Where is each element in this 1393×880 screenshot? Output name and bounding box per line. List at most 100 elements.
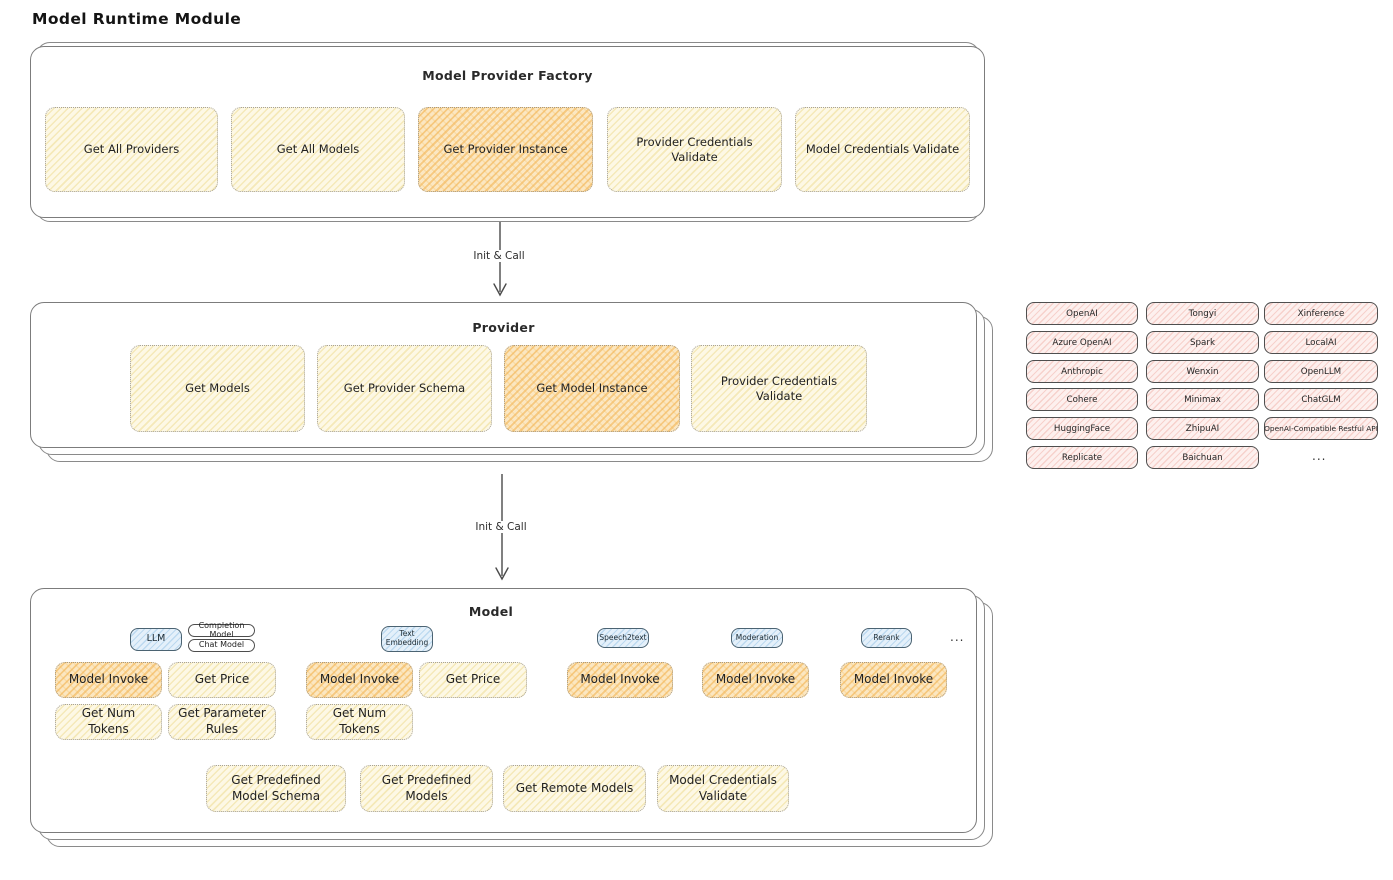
chip-azure-openai-label: Azure OpenAI xyxy=(1052,337,1112,348)
button-llm-get-num-tokens-label: Get Num Tokens xyxy=(81,706,136,736)
button-moderation-model-invoke-label: Model Invoke xyxy=(715,672,796,687)
button-te-get-price-label: Get Price xyxy=(445,672,501,687)
chip-minimax: Minimax xyxy=(1146,388,1259,411)
chip-baichuan-label: Baichuan xyxy=(1182,452,1223,463)
button-model-credentials-validate: Model Credentials Validate xyxy=(795,107,970,192)
chip-minimax-label: Minimax xyxy=(1184,394,1221,405)
factory-title: Model Provider Factory xyxy=(422,68,593,83)
chip-openai: OpenAI xyxy=(1026,302,1138,325)
chip-openai-compatible-restful-api: OpenAI-Compatible Restful API xyxy=(1264,417,1378,440)
button-llm-model-invoke: Model Invoke xyxy=(55,662,162,698)
button-get-remote-models: Get Remote Models xyxy=(503,765,646,812)
button-te-model-invoke-label: Model Invoke xyxy=(319,672,400,687)
button-te-get-num-tokens-label: Get Num Tokens xyxy=(332,706,387,736)
tag-chat-model-label: Chat Model xyxy=(198,640,245,650)
chip-localai-label: LocalAI xyxy=(1305,337,1337,348)
button-rerank-model-invoke-label: Model Invoke xyxy=(853,672,934,687)
button-te-get-num-tokens: Get Num Tokens xyxy=(306,704,413,740)
button-provider-credentials-validate-2-label: Provider Credentials Validate xyxy=(720,373,838,403)
page-title: Model Runtime Module xyxy=(32,10,242,28)
chip-zhipuai-label: ZhipuAI xyxy=(1185,423,1220,434)
chip-replicate-label: Replicate xyxy=(1061,452,1103,463)
button-model-credentials-validate-label: Model Credentials Validate xyxy=(805,142,960,157)
init-call-label-2: Init & Call xyxy=(471,521,531,533)
button-s2t-model-invoke: Model Invoke xyxy=(567,662,673,698)
provider-title: Provider xyxy=(472,320,535,335)
button-get-provider-schema: Get Provider Schema xyxy=(317,345,492,432)
tag-rerank: Rerank xyxy=(861,628,912,648)
chip-azure-openai: Azure OpenAI xyxy=(1026,331,1138,354)
button-provider-credentials-validate-label: Provider Credentials Validate xyxy=(636,134,753,164)
tag-speech2text-label: Speech2text xyxy=(599,632,647,642)
chip-zhipuai: ZhipuAI xyxy=(1146,417,1259,440)
button-rerank-model-invoke: Model Invoke xyxy=(840,662,947,698)
button-te-model-invoke: Model Invoke xyxy=(306,662,413,698)
tag-llm-label: LLM xyxy=(146,633,166,645)
button-llm-get-parameter-rules-label: Get Parameter Rules xyxy=(178,706,266,736)
chip-openllm-label: OpenLLM xyxy=(1300,366,1342,377)
chip-chatglm-label: ChatGLM xyxy=(1301,394,1341,405)
tag-text-embedding: Text Embedding xyxy=(381,626,433,652)
tag-llm: LLM xyxy=(130,628,182,651)
chip-localai: LocalAI xyxy=(1264,331,1378,354)
button-get-predefined-model-schema-label: Get Predefined Model Schema xyxy=(231,772,321,803)
chip-cohere: Cohere xyxy=(1026,388,1138,411)
chip-anthropic-label: Anthropic xyxy=(1061,366,1103,377)
tag-text-embedding-label: Text Embedding xyxy=(385,629,429,647)
button-provider-credentials-validate-2: Provider Credentials Validate xyxy=(691,345,867,432)
button-provider-credentials-validate: Provider Credentials Validate xyxy=(607,107,782,192)
button-get-predefined-model-schema: Get Predefined Model Schema xyxy=(206,765,346,812)
button-get-predefined-models: Get Predefined Models xyxy=(360,765,493,812)
button-get-predefined-models-label: Get Predefined Models xyxy=(381,772,472,803)
tag-speech2text: Speech2text xyxy=(597,628,649,648)
tag-completion-model: Completion Model xyxy=(188,620,255,639)
button-s2t-model-invoke-label: Model Invoke xyxy=(580,672,660,687)
chip-anthropic: Anthropic xyxy=(1026,360,1138,383)
button-get-provider-instance-label: Get Provider Instance xyxy=(443,142,568,157)
button-get-all-providers-label: Get All Providers xyxy=(83,142,180,157)
chip-wenxin: Wenxin xyxy=(1146,360,1259,383)
button-llm-get-price: Get Price xyxy=(168,662,276,698)
tags-more-ellipsis: ... xyxy=(950,630,965,644)
chip-spark: Spark xyxy=(1146,331,1259,354)
chip-baichuan: Baichuan xyxy=(1146,446,1259,469)
tag-chat-model: Chat Model xyxy=(188,639,255,652)
button-get-models: Get Models xyxy=(130,345,305,432)
init-call-label-1: Init & Call xyxy=(469,250,529,262)
chip-cohere-label: Cohere xyxy=(1066,394,1098,405)
button-get-provider-instance: Get Provider Instance xyxy=(418,107,593,192)
button-llm-get-num-tokens: Get Num Tokens xyxy=(55,704,162,740)
button-moderation-model-invoke: Model Invoke xyxy=(702,662,809,698)
button-te-get-price: Get Price xyxy=(419,662,527,698)
button-get-model-instance-label: Get Model Instance xyxy=(536,381,648,396)
chip-xinference-label: Xinference xyxy=(1297,308,1345,319)
button-get-models-label: Get Models xyxy=(185,381,250,396)
button-model-credentials-validate-2: Model Credentials Validate xyxy=(657,765,789,812)
chip-openai-label: OpenAI xyxy=(1066,308,1098,319)
chip-huggingface: HuggingFace xyxy=(1026,417,1138,440)
chip-openllm: OpenLLM xyxy=(1264,360,1378,383)
button-get-model-instance: Get Model Instance xyxy=(504,345,680,432)
button-model-credentials-validate-2-label: Model Credentials Validate xyxy=(669,772,777,803)
button-llm-get-price-label: Get Price xyxy=(194,672,250,687)
model-title: Model xyxy=(468,604,514,619)
button-get-all-providers: Get All Providers xyxy=(45,107,218,192)
tag-completion-model-label: Completion Model xyxy=(198,620,245,639)
button-get-provider-schema-label: Get Provider Schema xyxy=(343,381,466,396)
chip-spark-label: Spark xyxy=(1190,337,1215,348)
tag-rerank-label: Rerank xyxy=(873,632,900,642)
button-get-all-models: Get All Models xyxy=(231,107,405,192)
tag-moderation-label: Moderation xyxy=(735,632,779,642)
chip-huggingface-label: HuggingFace xyxy=(1053,423,1111,434)
providers-more-ellipsis: ... xyxy=(1312,449,1327,463)
button-get-all-models-label: Get All Models xyxy=(276,142,360,157)
button-get-remote-models-label: Get Remote Models xyxy=(515,780,634,795)
chip-xinference: Xinference xyxy=(1264,302,1378,325)
tag-moderation: Moderation xyxy=(731,628,783,648)
button-llm-model-invoke-label: Model Invoke xyxy=(68,672,149,687)
chip-openai-compatible-restful-api-label: OpenAI-Compatible Restful API xyxy=(1264,424,1378,433)
chip-tongyi-label: Tongyi xyxy=(1188,308,1217,319)
chip-chatglm: ChatGLM xyxy=(1264,388,1378,411)
button-llm-get-parameter-rules: Get Parameter Rules xyxy=(168,704,276,740)
